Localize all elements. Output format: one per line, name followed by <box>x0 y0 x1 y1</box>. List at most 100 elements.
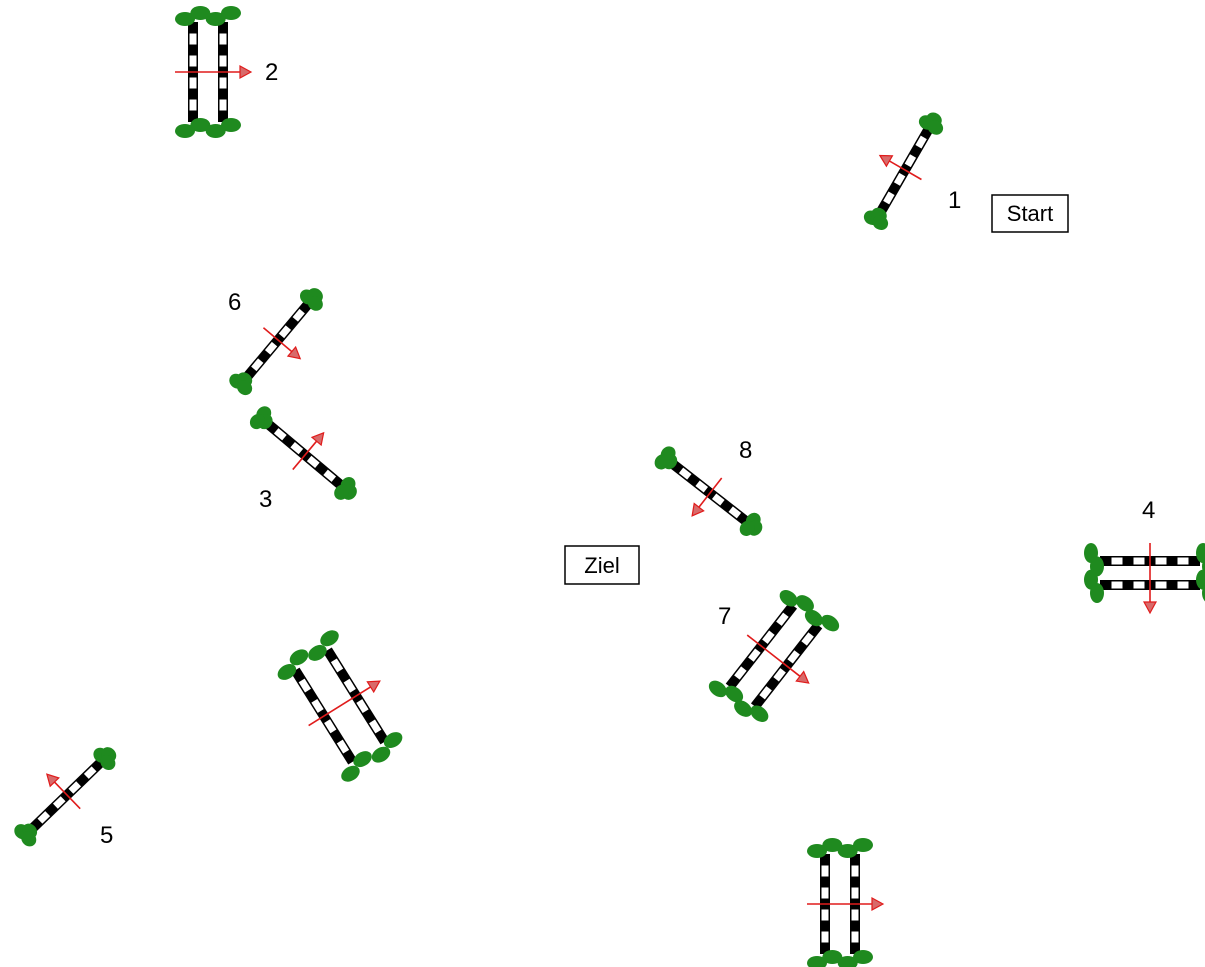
pole-stripe <box>219 33 227 45</box>
pole-stripe <box>851 887 859 899</box>
pole-stripe <box>52 796 66 809</box>
wing-bush-icon <box>93 747 117 771</box>
direction-arrow-icon <box>175 64 253 80</box>
pole-stripe <box>678 467 692 480</box>
wing-bush-icon <box>807 838 873 858</box>
obstacle-6 <box>229 288 323 396</box>
pole-stripe <box>324 719 337 734</box>
pole-stripe <box>273 428 287 441</box>
direction-arrow-icon <box>292 431 325 471</box>
obstacle-4 <box>1084 543 1205 615</box>
direction-arrow-icon <box>878 154 922 181</box>
wing-bush-icon <box>1084 543 1104 603</box>
pole-stripe <box>893 172 906 186</box>
obstacle-7 <box>708 590 840 722</box>
wing-bush-icon <box>14 823 38 847</box>
wing-bush-icon <box>229 372 253 396</box>
wing-bush-icon <box>1196 543 1205 602</box>
wing-bush-icon <box>277 630 339 680</box>
wing-bush-icon <box>341 732 403 782</box>
pole-stripe <box>37 811 51 824</box>
pole-stripe <box>323 469 337 482</box>
pole-stripe <box>787 650 800 664</box>
wing-bush-icon <box>334 476 357 500</box>
pole-stripe <box>1133 557 1145 565</box>
pole-stripe <box>711 493 725 506</box>
pole-stripe <box>1133 581 1145 589</box>
pole-stripe <box>776 612 789 626</box>
direction-arrow-icon <box>45 773 81 810</box>
wing-bush-icon <box>779 590 840 632</box>
direction-arrow-icon <box>746 634 810 684</box>
pole-stripe <box>336 739 350 754</box>
start-label: Start <box>1007 201 1053 226</box>
pole-stripe <box>278 325 292 339</box>
obstacle-number-5: 5 <box>100 822 113 849</box>
obstacle-number-8: 8 <box>739 437 752 464</box>
direction-arrow-icon <box>691 477 723 517</box>
wing-bush-icon <box>807 950 873 967</box>
pole-stripe <box>369 719 382 734</box>
obstacle-number-2: 2 <box>265 59 278 86</box>
pole-stripe <box>251 358 264 372</box>
obstacle-5 <box>14 747 117 847</box>
pole-stripe <box>83 766 97 779</box>
pole-stripe <box>821 909 829 921</box>
pole-stripe <box>290 441 304 455</box>
direction-arrow-icon <box>308 680 381 727</box>
pole-stripe <box>189 33 197 45</box>
pole-stripe <box>821 865 829 877</box>
pole-stripe <box>1177 557 1189 565</box>
pole-stripe <box>1155 557 1167 565</box>
obstacle-3 <box>249 406 357 500</box>
pole-stripe <box>734 666 747 680</box>
pole-stripe <box>762 630 775 644</box>
wing-bush-icon <box>708 680 769 722</box>
pole-stripe <box>851 909 859 921</box>
pole-stripe <box>695 480 709 493</box>
pole-stripe <box>298 678 311 693</box>
obstacle-number-7: 7 <box>718 603 731 630</box>
pole-stripe <box>851 931 859 943</box>
direction-arrow-icon <box>262 327 302 360</box>
pole-stripe <box>1155 581 1167 589</box>
pole-stripe <box>189 55 197 67</box>
pole-stripe <box>292 308 305 322</box>
obstacle-2 <box>175 6 253 138</box>
finish-box: Ziel <box>564 545 640 585</box>
pole-stripe <box>311 698 324 713</box>
pole-stripe <box>219 77 227 89</box>
obstacle-number-3: 3 <box>259 486 272 513</box>
pole-stripe <box>915 135 927 149</box>
obstacle-8 <box>654 446 763 536</box>
wing-bush-icon <box>175 6 241 26</box>
wing-bush-icon <box>739 512 763 536</box>
start-box: Start <box>991 194 1069 233</box>
pole-stripe <box>306 455 320 469</box>
pole-stripe <box>821 931 829 943</box>
pole-stripe <box>1111 581 1123 589</box>
direction-arrow-icon <box>1142 543 1158 615</box>
wing-bush-icon <box>249 406 273 430</box>
pole-stripe <box>343 678 356 693</box>
pole-stripe <box>821 887 829 899</box>
pole-stripe <box>748 648 761 662</box>
finish-label: Ziel <box>584 553 619 578</box>
obstacle-unnumbered-a <box>277 630 403 782</box>
pole-stripe <box>1177 581 1189 589</box>
pole-stripe <box>189 99 197 111</box>
pole-stripe <box>68 781 82 794</box>
wing-bush-icon <box>299 288 323 311</box>
pole-stripe <box>264 341 278 355</box>
obstacle-number-1: 1 <box>948 187 961 214</box>
direction-arrow-icon <box>807 896 885 912</box>
pole-stripe <box>1111 557 1123 565</box>
pole-stripe <box>356 699 369 714</box>
obstacle-1 <box>863 112 944 230</box>
pole-stripe <box>759 686 772 700</box>
pole-stripe <box>728 506 742 519</box>
pole-stripe <box>330 658 344 673</box>
obstacle-number-6: 6 <box>228 289 241 316</box>
pole-stripe <box>904 154 917 168</box>
pole-stripe <box>219 99 227 111</box>
